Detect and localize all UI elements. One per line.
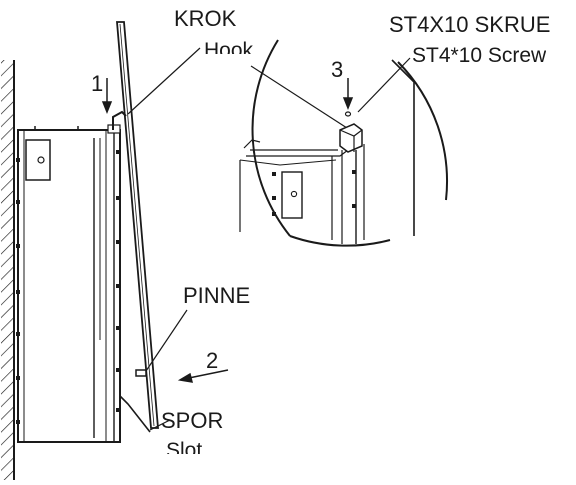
slot	[119, 395, 151, 433]
step-number-1: 1	[91, 71, 104, 96]
mounting-bracket	[116, 21, 159, 429]
detail-rivets	[272, 170, 356, 216]
step-number-3: 3	[331, 57, 344, 82]
hook-label-en: Hook	[204, 40, 254, 54]
screw-label-nb: ST4X10 SKRUE	[389, 12, 551, 37]
step-arrows	[101, 78, 354, 383]
rivets	[16, 150, 120, 424]
slot-label-nb: SPOR	[161, 408, 224, 433]
pin-label: PINNE	[183, 283, 251, 308]
leader-lines	[127, 47, 411, 431]
slot-label-en: Slot	[166, 440, 203, 454]
wall	[1, 60, 15, 480]
hook-label-nb: KROK	[174, 6, 237, 31]
step-number-2: 2	[206, 348, 219, 373]
detail-view	[239, 39, 448, 247]
pin	[135, 369, 147, 377]
hook	[112, 110, 127, 130]
screw-label-en: ST4*10 Screw	[412, 45, 547, 63]
inverter-unit	[17, 124, 121, 443]
